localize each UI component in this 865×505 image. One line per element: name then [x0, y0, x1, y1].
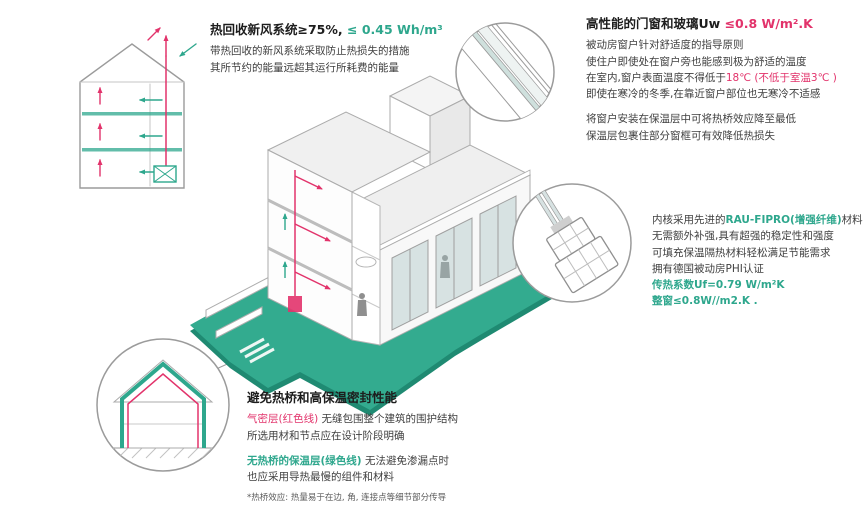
windows-line1: 被动房窗户针对舒适度的指导原则 — [586, 39, 744, 52]
section-hrv: 热回收新风系统≥75%, ≤ 0.45 Wh/m³ 带热回收的新风系统采取防止热… — [210, 22, 482, 76]
glazing-gasket — [550, 215, 574, 234]
section-profile: 内核采用先进的RAU-FIPRO(增强纤维)材料 无需额外补强,具有超强的稳定性… — [652, 212, 865, 310]
heat-recovery-unit — [288, 296, 302, 312]
thermal-line3-rest: 无法避免渗漏点时 — [361, 454, 449, 467]
hrv-title-value: ≤ 0.45 Wh/m³ — [342, 22, 443, 37]
hrv-house-diagram — [79, 27, 197, 189]
human-figure — [440, 255, 450, 278]
garden-wall — [215, 306, 263, 339]
section-roof — [112, 359, 214, 403]
spacer — [586, 102, 862, 111]
floor-slab — [82, 112, 182, 116]
windows-title: 高性能的门窗和玻璃Uw ≤0.8 W/m².K — [586, 16, 862, 32]
window-profile-callout — [512, 183, 632, 303]
thermal-airtight-label: 气密层(红色线) — [247, 413, 319, 426]
ventilation-ducts — [282, 170, 331, 312]
section-windows: 高性能的门窗和玻璃Uw ≤0.8 W/m².K 被动房窗户针对舒适度的指导原则 … — [586, 16, 862, 144]
windows-line3-pre: 在室内,窗户表面温度不得低于 — [586, 71, 726, 84]
windows-line3-value: 18℃ (不低于室温3℃ ) — [725, 71, 837, 84]
infographic-artwork — [79, 22, 632, 472]
thermal-footnote: *热桥效应: 热量易于在边, 角, 连接点等细节部分传导 — [247, 493, 447, 504]
thermal-line1: 气密层(红色线) 无缝包围整个建筑的围护结构 — [247, 411, 547, 427]
profile-line4: 拥有德国被动房PHI认证 — [652, 262, 764, 275]
hrv-title: 热回收新风系统≥75%, ≤ 0.45 Wh/m³ — [210, 22, 482, 38]
interior-cut-face — [351, 191, 381, 346]
section-walls — [121, 397, 205, 449]
windows-title-black: 高性能的门窗和玻璃Uw — [586, 16, 725, 31]
profile-uw-value: 整窗≤0.8W//m2.K . — [652, 295, 758, 308]
thermal-title: 避免热桥和高保温密封性能 — [247, 390, 398, 405]
main-house-isometric — [190, 75, 557, 416]
profile-uf-value: 传热系数Uf=0.79 W/m²K — [652, 279, 785, 292]
profile-line1-material: RAU-FIPRO(增强纤维) — [725, 214, 842, 226]
window-corner-callout — [455, 22, 555, 122]
insulation-layer-line — [120, 361, 206, 448]
airtight-layer-line — [127, 373, 199, 448]
thermal-insulation-label: 无热桥的保温层(绿色线) — [247, 454, 362, 467]
hrv-body-line1: 带热回收的新风系统采取防止热损失的措施 — [210, 45, 410, 58]
spacer — [247, 444, 547, 453]
profile-line2: 无需额外补强,具有超强的稳定性和强度 — [652, 230, 834, 243]
thermal-envelope-callout — [96, 338, 230, 472]
thermal-line3: 无热桥的保温层(绿色线) 无法避免渗漏点时 — [247, 453, 547, 469]
floor-slab — [82, 148, 182, 152]
profile-line3: 可填充保温隔热材料轻松满足节能需求 — [652, 246, 831, 259]
windows-title-value: ≤0.8 W/m².K — [724, 16, 813, 31]
human-figure — [357, 293, 367, 316]
thermal-line2: 所选用材和节点应在设计阶段明确 — [247, 429, 405, 442]
windows-line3: 在室内,窗户表面温度不得低于18℃ (不低于室温3℃ ) — [586, 70, 862, 86]
hrv-body-line2: 其所节约的能量远超其运行所耗费的能量 — [210, 61, 399, 74]
profile-line1-post: 材料 — [841, 214, 863, 226]
windows-line4: 即使在寒冷的冬季,在靠近窗户部位也无寒冷不适感 — [586, 88, 821, 101]
windows-line2: 使住户即使处在窗户旁也能感到极为舒适的温度 — [586, 55, 807, 68]
thermal-line4: 也应采用导热最慢的组件和材料 — [247, 471, 394, 484]
profile-line1-pre: 内核采用先进的 — [652, 214, 726, 226]
thermal-line1-rest: 无缝包围整个建筑的围护结构 — [318, 413, 459, 426]
windows-line5: 将窗户安装在保温层中可将热桥效应降至最低 — [586, 113, 796, 126]
hrv-title-black: 热回收新风系统≥75%, — [210, 22, 343, 37]
section-thermal: 避免热桥和高保温密封性能 气密层(红色线) 无缝包围整个建筑的围护结构 所选用材… — [247, 390, 547, 505]
profile-line1: 内核采用先进的RAU-FIPRO(增强纤维)材料 — [652, 212, 865, 228]
windows-line6: 保温层包裹住部分窗框可有效降低热损失 — [586, 129, 775, 142]
bathtub — [355, 256, 377, 268]
passive-house-infographic: 热回收新风系统≥75%, ≤ 0.45 Wh/m³ 带热回收的新风系统采取防止热… — [79, 16, 865, 504]
